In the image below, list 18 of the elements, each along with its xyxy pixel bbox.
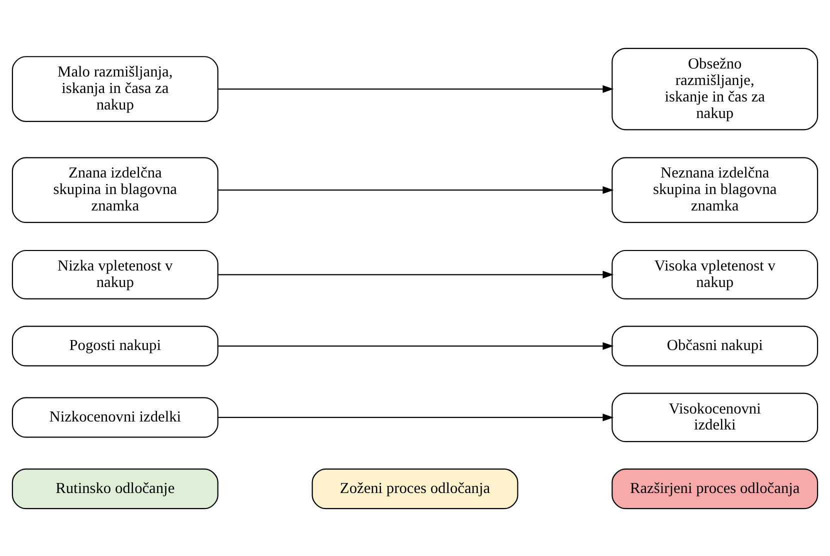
node-box: Zoženi proces odločanja [312, 468, 518, 509]
node-box: Pogosti nakupi [12, 325, 218, 366]
node-box: Nizka vpletenost v nakup [12, 249, 218, 299]
node-box: Znana izdelčna skupina in blagovna znamka [12, 156, 218, 223]
arrow [218, 270, 614, 278]
arrow [218, 342, 614, 350]
node-box: Obsežno razmišljanje, iskanje in čas za nakup [612, 47, 818, 130]
node-box: Visokocenovni izdelki [612, 392, 818, 442]
node-box: Visoka vpletenost v nakup [612, 249, 818, 299]
arrow [218, 84, 614, 92]
node-box: Razširjeni proces odločanja [612, 468, 818, 509]
node-box: Rutinsko odločanje [12, 468, 218, 509]
node-box: Občasni nakupi [612, 325, 818, 366]
node-box: Neznana izdelčna skupina in blagovna znamka [612, 156, 818, 223]
arrow [218, 186, 614, 194]
arrow [218, 413, 614, 421]
node-box: Malo razmišljanja, iskanja in časa za nakup [12, 56, 218, 122]
node-box: Nizkocenovni izdelki [12, 396, 218, 438]
